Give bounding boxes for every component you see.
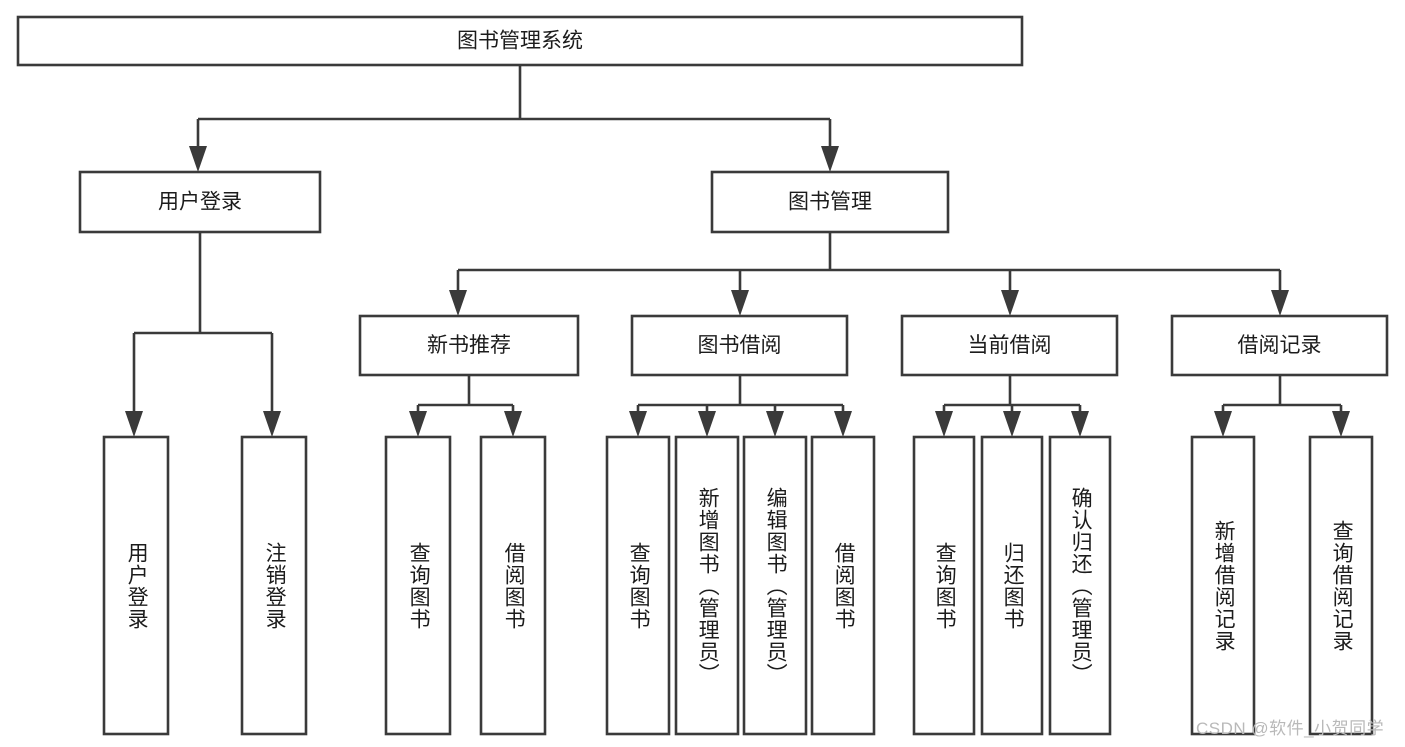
arrow-leaf-7-icon [766,411,784,437]
arrow-borrow-record-icon [1271,290,1289,316]
arrow-new-book-rec-icon [449,290,467,316]
arrow-leaf-4-icon [504,411,522,437]
arrow-book-borrow-icon [731,290,749,316]
arrow-leaf-13-icon [1332,411,1350,437]
node-label-book-borrow: 图书借阅 [698,334,782,357]
node-box-leaf-add-book[interactable] [674,435,740,736]
node-label-current-borrow: 当前借阅 [968,334,1052,357]
csdn-watermark: CSDN @软件_小贺同学 [1196,719,1385,738]
arrow-current-borrow-icon [1001,290,1019,316]
node-label-borrow-record: 借阅记录 [1238,334,1322,357]
node-label-user-login: 用户登录 [158,191,242,214]
arrow-leaf-6-icon [698,411,716,437]
node-box-leaf-confirm-return[interactable] [1048,435,1112,736]
node-box-leaf-query-book-cur[interactable] [912,435,976,736]
node-boxes-layer [16,15,1389,736]
node-box-leaf-edit-book[interactable] [742,435,808,736]
arrow-leaf-9-icon [935,411,953,437]
arrow-leaf-10-icon [1003,411,1021,437]
node-label-root: 图书管理系统 [457,30,583,53]
node-label-new-book-rec: 新书推荐 [427,334,511,357]
node-box-root[interactable] [16,15,1024,67]
node-box-leaf-add-record[interactable] [1190,435,1256,736]
arrow-leaf-5-icon [629,411,647,437]
node-box-leaf-borrow-book-rec[interactable] [479,435,547,736]
node-box-book-manage[interactable] [710,170,950,234]
node-box-new-book-rec[interactable] [358,314,580,377]
node-box-user-login[interactable] [78,170,322,234]
node-box-leaf-user-login[interactable] [102,435,170,736]
arrow-leaf-3-icon [409,411,427,437]
arrowheads-layer [125,146,1350,437]
arrow-leaf-11-icon [1071,411,1089,437]
node-box-leaf-logout[interactable] [240,435,308,736]
node-box-leaf-query-book-rec[interactable] [384,435,452,736]
node-box-current-borrow[interactable] [900,314,1119,377]
node-box-leaf-query-record[interactable] [1308,435,1374,736]
node-box-leaf-query-book[interactable] [605,435,671,736]
arrow-leaf-12-icon [1214,411,1232,437]
node-box-borrow-record[interactable] [1170,314,1389,377]
arrow-book-manage-icon [821,146,839,172]
node-label-book-manage: 图书管理 [788,191,872,214]
arrow-leaf-2-icon [263,411,281,437]
arrow-leaf-8-icon [834,411,852,437]
node-box-leaf-borrow-book[interactable] [810,435,876,736]
node-box-book-borrow[interactable] [630,314,849,377]
arrow-leaf-1-icon [125,411,143,437]
arrow-user-login-icon [189,146,207,172]
node-box-leaf-return-book[interactable] [980,435,1044,736]
